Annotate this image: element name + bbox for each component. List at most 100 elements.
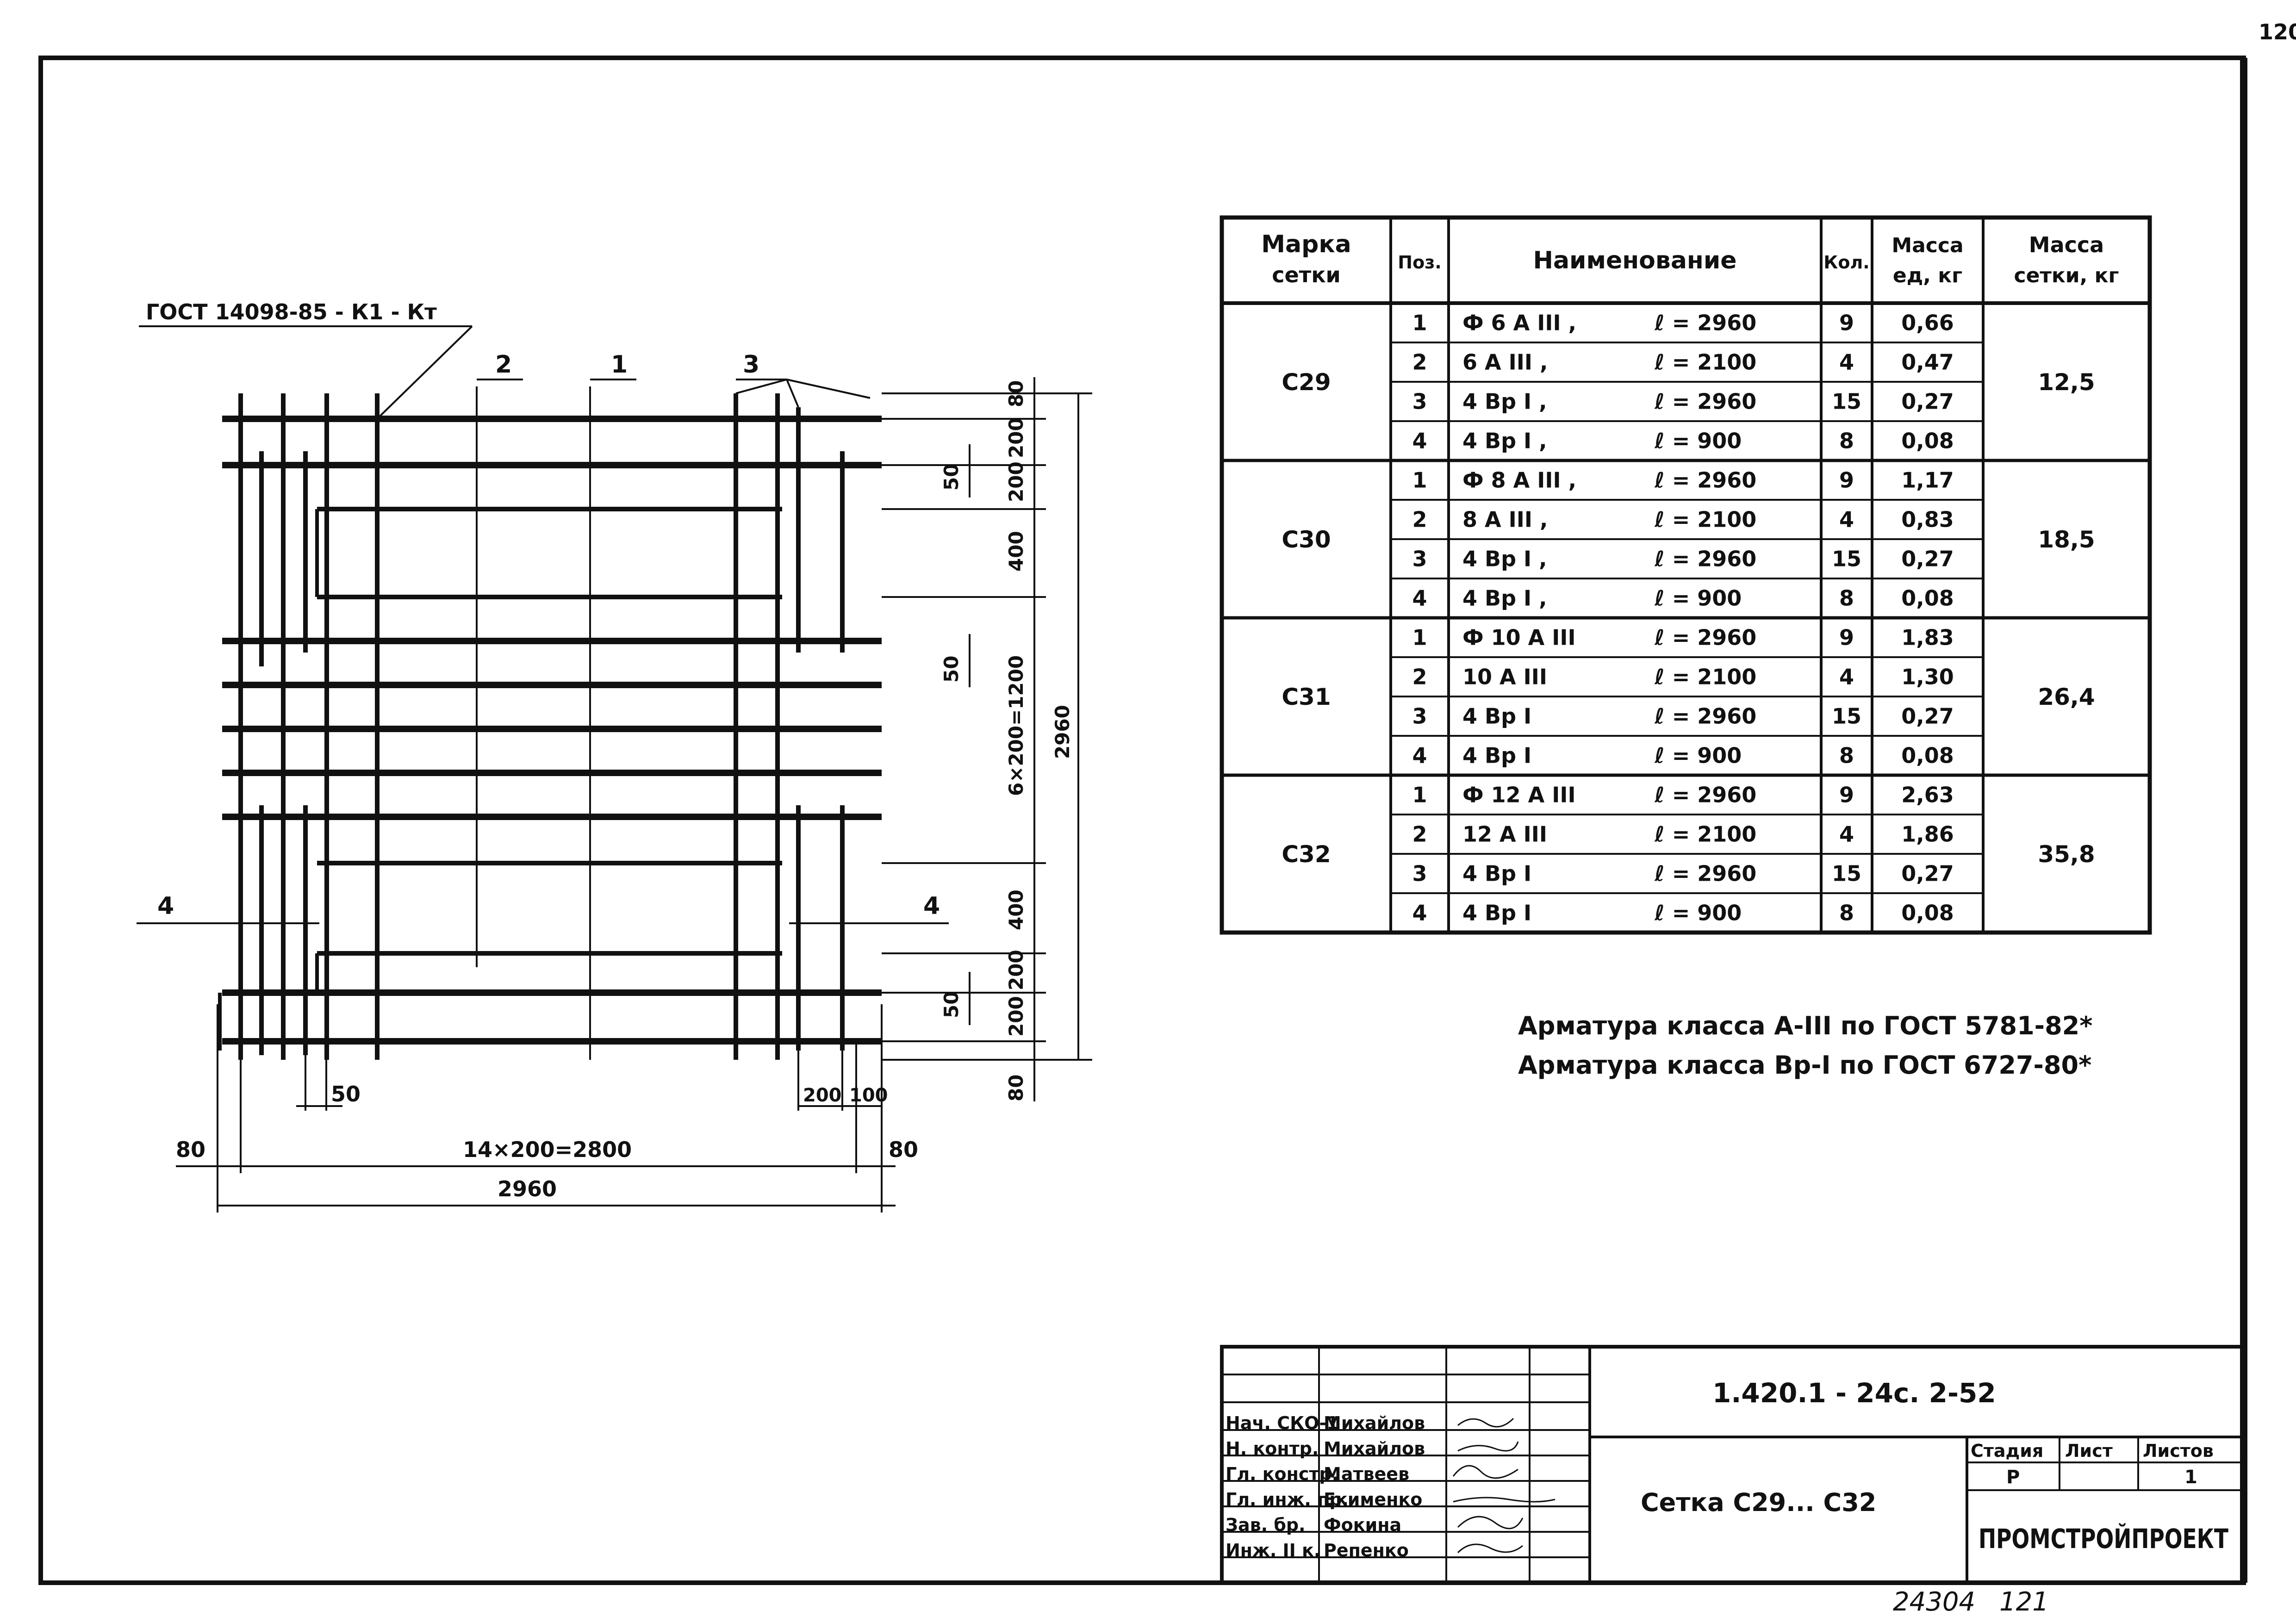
vertical-bars xyxy=(238,393,780,1060)
gost-callout-label: ГОСТ 14098-85 - К1 - Кт xyxy=(146,299,437,324)
cell-pos: 3 xyxy=(1412,547,1427,572)
cell-qty: 15 xyxy=(1832,547,1861,572)
note-line-2: Арматура класса Вр-I по ГОСТ 6727-80* xyxy=(1518,1051,2091,1080)
title-block xyxy=(1220,1345,2244,1585)
cell-unit-mass: 2,63 xyxy=(1901,783,1954,808)
cell-name: 12 А III xyxy=(1462,822,1547,847)
cell-name: Ф 6 А III , xyxy=(1462,311,1576,336)
cell-name: Ф 12 А III xyxy=(1462,783,1576,808)
cell-name: 4 Вр I , xyxy=(1462,547,1547,572)
drawing-title: Сетка С29... С32 xyxy=(1641,1488,1876,1517)
right-dimension-text: 80 200 200 400 6×200=1200 400 200 200 80… xyxy=(940,380,1074,1101)
doc-code: 1.420.1 - 24с. 2-52 xyxy=(1712,1377,1996,1409)
cell-unit-mass: 1,86 xyxy=(1901,822,1954,847)
position-axes xyxy=(476,386,591,1060)
header-unit-mass-2: ед, кг xyxy=(1893,264,1962,287)
cell-qty: 8 xyxy=(1839,901,1854,926)
dim-b-span: 14×200=2800 xyxy=(463,1137,632,1162)
cell-length: ℓ = 2100 xyxy=(1654,350,1756,375)
header-net-mass: Масса xyxy=(2029,232,2104,257)
cell-qty: 9 xyxy=(1839,311,1854,336)
callouts xyxy=(137,325,949,924)
cell-length: ℓ = 900 xyxy=(1654,743,1742,768)
cell-length: ℓ = 2960 xyxy=(1654,389,1756,414)
sheet-frame xyxy=(38,56,2247,1585)
dim-r-400-b: 400 xyxy=(1005,889,1027,930)
dim-r-200-c: 200 xyxy=(1005,950,1027,990)
group-mass: 12,5 xyxy=(2038,369,2095,396)
vertical-short-bars xyxy=(259,407,845,1055)
cell-name: Ф 8 А III , xyxy=(1462,468,1576,493)
cell-name: 4 Вр I xyxy=(1462,901,1531,926)
cell-pos: 4 xyxy=(1412,586,1427,611)
cell-qty: 8 xyxy=(1839,586,1854,611)
horizontal-short-bars xyxy=(317,507,782,956)
section-label-right: 4 xyxy=(923,892,940,920)
cell-unit-mass: 0,08 xyxy=(1901,586,1954,611)
cell-qty: 4 xyxy=(1839,665,1854,690)
cell-pos: 3 xyxy=(1412,389,1427,414)
cell-pos: 1 xyxy=(1412,783,1427,808)
cell-name: 6 А III , xyxy=(1462,350,1548,375)
cell-qty: 8 xyxy=(1839,743,1854,768)
bottom-dimension-chain xyxy=(176,1004,896,1213)
header-mark-2: сетки xyxy=(1272,262,1341,287)
dim-r-80-bottom: 80 xyxy=(1005,1075,1027,1101)
note-line-1: Арматура класса А-III по ГОСТ 5781-82* xyxy=(1518,1011,2092,1040)
org-name: ПРОМСТРОЙПРОЕКТ xyxy=(1979,1523,2228,1555)
header-qty: Кол. xyxy=(1823,252,1869,273)
dim-b-80-left: 80 xyxy=(176,1137,205,1162)
role-person: Фокина xyxy=(1324,1515,1401,1535)
role-person: Репенко xyxy=(1324,1540,1409,1561)
group-mark: С32 xyxy=(1282,841,1331,868)
cell-pos: 4 xyxy=(1412,901,1427,926)
cell-pos: 1 xyxy=(1412,311,1427,336)
role-person: Михайлов xyxy=(1324,1438,1425,1459)
bottom-sheet-number: 121 xyxy=(1999,1587,2049,1617)
cell-length: ℓ = 2100 xyxy=(1654,665,1756,690)
role-person: Матвеев xyxy=(1324,1464,1409,1484)
cell-qty: 4 xyxy=(1839,350,1854,375)
dim-r-total: 2960 xyxy=(1051,705,1074,759)
cell-length: ℓ = 2960 xyxy=(1654,547,1756,572)
header-net-mass-2: сетки, кг xyxy=(2014,264,2119,287)
dim-b-100: 100 xyxy=(849,1085,888,1106)
horizontal-bars xyxy=(222,416,882,1045)
dim-r-6x200: 6×200=1200 xyxy=(1005,655,1027,796)
sheets-label: Листов xyxy=(2143,1441,2214,1461)
sheet-number: 120 xyxy=(2259,19,2296,44)
dim-r-80-top: 80 xyxy=(1005,380,1027,407)
cell-unit-mass: 0,66 xyxy=(1901,311,1954,336)
cell-qty: 15 xyxy=(1832,389,1861,414)
cell-unit-mass: 0,27 xyxy=(1901,389,1954,414)
cell-unit-mass: 0,27 xyxy=(1901,547,1954,572)
role-title: Инж. II к. xyxy=(1226,1540,1320,1561)
cell-pos: 2 xyxy=(1412,507,1427,532)
cell-length: ℓ = 900 xyxy=(1654,429,1742,454)
cell-unit-mass: 0,08 xyxy=(1901,429,1954,454)
dim-small-50-a: 50 xyxy=(940,464,963,491)
header-unit-mass: Масса xyxy=(1892,234,1963,257)
cell-unit-mass: 0,47 xyxy=(1901,350,1954,375)
cell-unit-mass: 0,08 xyxy=(1901,743,1954,768)
role-person: Михайлов xyxy=(1324,1413,1425,1433)
cell-pos: 2 xyxy=(1412,665,1427,690)
sheets-value: 1 xyxy=(2184,1467,2197,1488)
group-mass: 35,8 xyxy=(2038,841,2095,868)
role-title: Н. контр. xyxy=(1226,1438,1319,1459)
dim-r-400-a: 400 xyxy=(1005,531,1027,572)
group-mass: 26,4 xyxy=(2038,684,2095,710)
group-mark: С29 xyxy=(1282,369,1331,396)
cell-qty: 15 xyxy=(1832,861,1861,886)
dim-r-200-a: 200 xyxy=(1005,417,1027,458)
role-title: Зав. бр. xyxy=(1226,1515,1306,1535)
cell-pos: 4 xyxy=(1412,429,1427,454)
cell-qty: 9 xyxy=(1839,783,1854,808)
role-title: Гл. инж. пр. xyxy=(1226,1489,1349,1510)
cell-pos: 2 xyxy=(1412,350,1427,375)
cell-pos: 3 xyxy=(1412,704,1427,729)
cell-length: ℓ = 2100 xyxy=(1654,822,1756,847)
